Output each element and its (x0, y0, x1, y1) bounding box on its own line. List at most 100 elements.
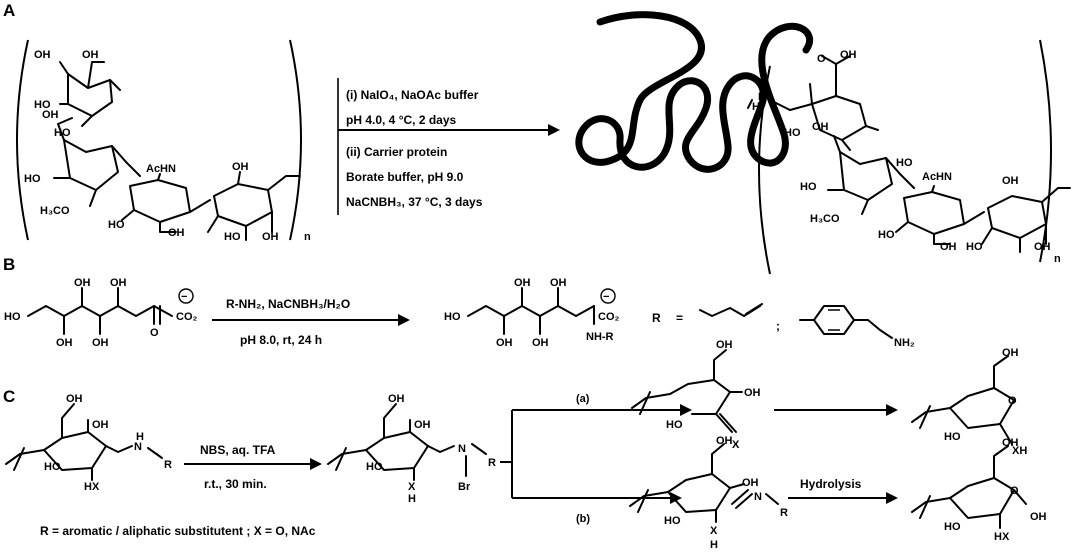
svg-text:HO: HO (664, 515, 681, 527)
svg-text:HO: HO (366, 461, 383, 473)
svg-text:HO: HO (34, 99, 51, 111)
svg-text:X: X (408, 481, 416, 493)
svg-text:X: X (732, 439, 740, 451)
svg-text:HO: HO (878, 229, 895, 241)
svg-text:OH: OH (168, 227, 185, 239)
svg-text:HO: HO (44, 461, 61, 473)
left-paren-open (16, 39, 29, 241)
svg-text:OH: OH (1030, 511, 1047, 523)
svg-text:−: − (181, 291, 187, 303)
panel-label-b: B (3, 255, 15, 274)
svg-text:NH-R: NH-R (586, 331, 614, 343)
svg-text:O: O (817, 53, 826, 65)
svg-text:OH: OH (514, 277, 531, 289)
svg-text:O: O (1010, 485, 1019, 497)
svg-text:OH: OH (744, 387, 761, 399)
hydrolysis-label: Hydrolysis (800, 477, 862, 491)
svg-text:X: X (710, 525, 718, 537)
panel-c-product-b2 (911, 445, 1027, 529)
svg-text:OH: OH (742, 477, 759, 489)
svg-text:H: H (710, 539, 718, 551)
svg-text:HO: HO (784, 127, 801, 139)
svg-text:XH: XH (1012, 445, 1027, 457)
svg-text:N: N (458, 443, 466, 455)
svg-text:HO: HO (108, 219, 125, 231)
left-trisaccharide-structure (53, 61, 301, 241)
svg-text:OH: OH (388, 393, 405, 405)
right-paren-open (758, 65, 771, 275)
svg-text:H: H (752, 101, 760, 113)
svg-text:OH: OH (414, 419, 431, 431)
svg-text:AcHN: AcHN (922, 171, 952, 183)
svg-text:HO: HO (4, 311, 21, 323)
svg-text:N: N (134, 441, 142, 453)
svg-text:OH: OH (92, 337, 109, 349)
repeat-n-left: n (304, 231, 311, 243)
svg-text:OH: OH (716, 339, 733, 351)
svg-text:OH: OH (812, 121, 829, 133)
panel-c-footnote: R = aromatic / aliphatic substitutent ; … (40, 524, 316, 538)
svg-text:;: ; (776, 319, 780, 333)
panel-b-product (467, 287, 595, 335)
svg-text:N: N (754, 491, 762, 503)
panel-c-branch-lines (500, 409, 680, 499)
r-group-label: R (652, 311, 661, 325)
allyl-group (699, 303, 763, 317)
panel-c-condition-bottom: r.t., 30 min. (204, 477, 267, 491)
svg-text:HO: HO (944, 521, 961, 533)
svg-text:H: H (408, 493, 416, 505)
right-paren-close (1039, 39, 1052, 263)
svg-text:AcHN: AcHN (146, 163, 176, 175)
panel-c-product-a1 (631, 349, 743, 433)
svg-text:OH: OH (532, 337, 549, 349)
svg-text:Br: Br (458, 481, 471, 493)
svg-text:OH: OH (42, 109, 59, 121)
svg-text:HX: HX (994, 531, 1010, 543)
aryl-ethylamine-group (799, 305, 893, 339)
svg-text:R: R (780, 507, 788, 519)
svg-text:HO: HO (666, 419, 683, 431)
svg-text:OH: OH (1002, 347, 1019, 359)
svg-text:HO: HO (444, 311, 461, 323)
svg-text:OH: OH (262, 231, 279, 243)
svg-text:HO: HO (800, 181, 817, 193)
panel-label-c: C (3, 387, 15, 406)
svg-text:H₃CO: H₃CO (810, 213, 840, 225)
svg-text:R: R (164, 459, 172, 471)
svg-text:CO₂: CO₂ (176, 311, 198, 323)
svg-text:CO₂: CO₂ (598, 311, 620, 323)
left-paren-close (289, 39, 302, 241)
svg-text:OH: OH (1002, 437, 1019, 449)
panel-a-condition-2: pH 4.0, 4 °C, 2 days (346, 113, 457, 127)
svg-text:R: R (488, 457, 496, 469)
panel-a-condition-5: NaCNBH₃, 37 °C, 3 days (346, 195, 483, 209)
svg-text:OH: OH (92, 419, 109, 431)
svg-text:O: O (150, 327, 159, 339)
svg-text:=: = (676, 311, 683, 325)
svg-text:OH: OH (74, 277, 91, 289)
svg-text:OH: OH (496, 337, 513, 349)
svg-text:OH: OH (940, 241, 957, 253)
svg-text:OH: OH (1034, 241, 1051, 253)
svg-text:OH: OH (66, 393, 83, 405)
svg-text:HO: HO (224, 231, 241, 243)
svg-text:HX: HX (84, 481, 100, 493)
panel-a-condition-4: Borate buffer, pH 9.0 (346, 170, 464, 184)
svg-text:OH: OH (34, 49, 51, 61)
svg-text:HO: HO (896, 157, 913, 169)
panel-c-product-b1 (629, 443, 779, 523)
panel-b-condition-bottom: pH 8.0, rt, 24 h (240, 333, 322, 347)
svg-text:HO: HO (24, 173, 41, 185)
repeat-n-right: n (1054, 253, 1061, 265)
route-a-label: (a) (576, 393, 590, 405)
svg-text:NH₂: NH₂ (894, 337, 915, 349)
svg-text:N: N (758, 91, 766, 103)
panel-label-a: A (3, 1, 15, 20)
panel-b-reactant (27, 287, 173, 335)
route-b-label: (b) (576, 513, 590, 525)
svg-text:OH: OH (56, 337, 73, 349)
panel-a-condition-1: (i) NaIO₄, NaOAc buffer (346, 88, 479, 102)
panel-b-condition-top: R-NH₂, NaCNBH₃/H₂O (226, 297, 350, 311)
svg-text:OH: OH (1002, 175, 1019, 187)
